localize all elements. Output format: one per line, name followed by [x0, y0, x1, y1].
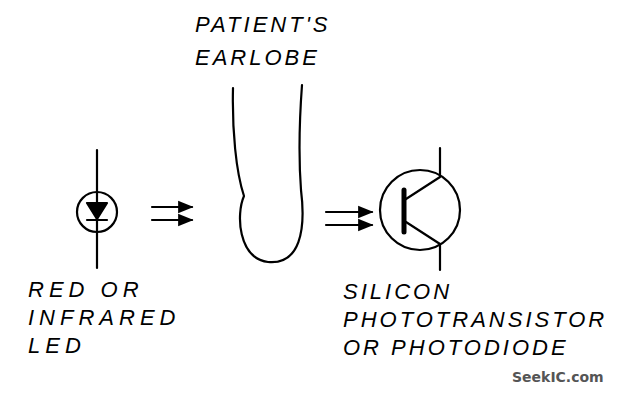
light-arrows: [152, 207, 192, 220]
light-arrows: [326, 212, 372, 225]
part-label: RED OR INFRARED LED: [28, 276, 180, 360]
earlobe-outline: [233, 85, 303, 262]
led-symbol: [77, 150, 117, 268]
part-label: SILICON PHOTOTRANSISTOR OR PHOTODIODE: [343, 278, 607, 362]
watermark: SeekIC.com: [512, 368, 604, 386]
phototransistor-symbol: [380, 148, 460, 270]
part-label: PATIENT'S EARLOBE: [195, 8, 331, 74]
